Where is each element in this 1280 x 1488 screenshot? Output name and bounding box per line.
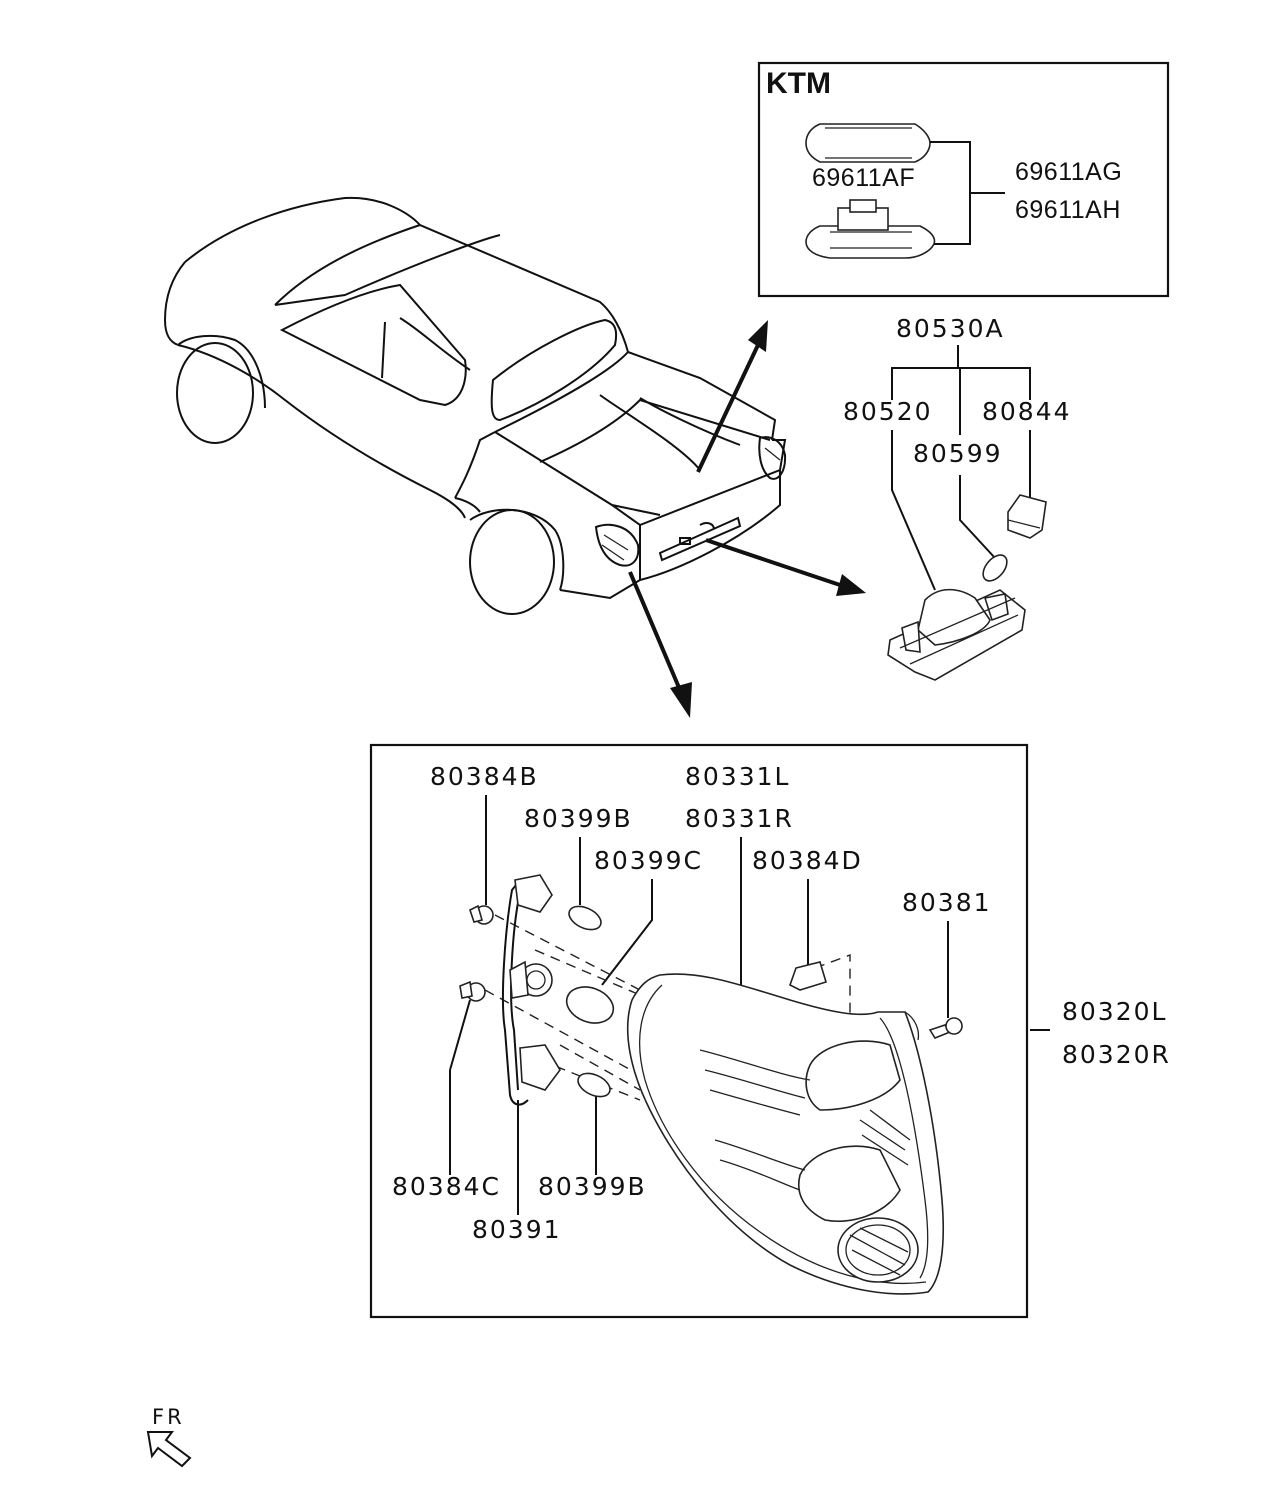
ktm-housing	[805, 225, 936, 259]
label-80599: 80599	[913, 439, 1003, 468]
label-69611AH: 69611AH	[1015, 196, 1121, 224]
arrow-head	[836, 574, 866, 596]
label-80520: 80520	[843, 397, 933, 426]
wiring-harness-80391	[502, 879, 529, 1106]
bulb-80399B-bottom	[577, 1072, 611, 1098]
front-direction-indicator: FR	[146, 1405, 192, 1468]
label-80320L: 80320L	[1062, 997, 1167, 1026]
lens-upper	[805, 1040, 901, 1111]
label-80530A: 80530A	[896, 314, 1005, 343]
license-lamp-group: 80530A 80520 80844 80599	[843, 314, 1072, 681]
label-80399C: 80399C	[594, 846, 703, 875]
socket-upper	[514, 874, 553, 913]
label-80844: 80844	[982, 397, 1072, 426]
label-80399B-bottom: 80399B	[538, 1172, 647, 1201]
ktm-lens	[805, 123, 931, 163]
ktm-frame	[757, 61, 1170, 298]
fr-arrow-icon	[146, 1431, 192, 1468]
label-80320R: 80320R	[1062, 1040, 1171, 1069]
label-80384C: 80384C	[392, 1172, 501, 1201]
lens-middle	[798, 1145, 901, 1222]
label-80384D: 80384D	[752, 846, 863, 875]
tail-lamp-detail-box: 80384B 80399B 80399C 80331L 80331R 80384…	[369, 743, 1171, 1319]
label-80331L: 80331L	[685, 762, 790, 791]
ktm-detail-box: KTM 69611AF 69611AG 69611AH	[757, 61, 1170, 298]
socket-lower	[519, 1044, 561, 1091]
tail-lamp-frame	[369, 743, 1029, 1319]
license-lamp-socket	[1007, 494, 1047, 539]
arrow-to-tail-lamp	[628, 571, 682, 691]
ktm-bracket	[930, 141, 971, 245]
callout-arrows	[628, 320, 866, 718]
clip-80384D	[789, 961, 827, 991]
ktm-header: KTM	[766, 67, 831, 100]
label-69611AF: 69611AF	[812, 164, 915, 192]
arrow-to-license-lamp	[705, 538, 841, 587]
vehicle-illustration	[163, 196, 787, 615]
label-80391: 80391	[472, 1215, 562, 1244]
label-80399B-top: 80399B	[524, 804, 633, 833]
license-lamp-bulb	[982, 554, 1008, 582]
label-80331R: 80331R	[685, 804, 794, 833]
label-80381: 80381	[902, 888, 992, 917]
label-69611AG: 69611AG	[1015, 158, 1122, 186]
arrow-head	[748, 320, 768, 352]
bulb-80399C	[565, 986, 615, 1024]
label-80384B: 80384B	[430, 762, 539, 791]
arrow-to-ktm	[696, 344, 760, 473]
arrow-head	[670, 682, 692, 718]
bulb-80399B-top	[568, 905, 602, 931]
fr-label: FR	[152, 1405, 185, 1429]
